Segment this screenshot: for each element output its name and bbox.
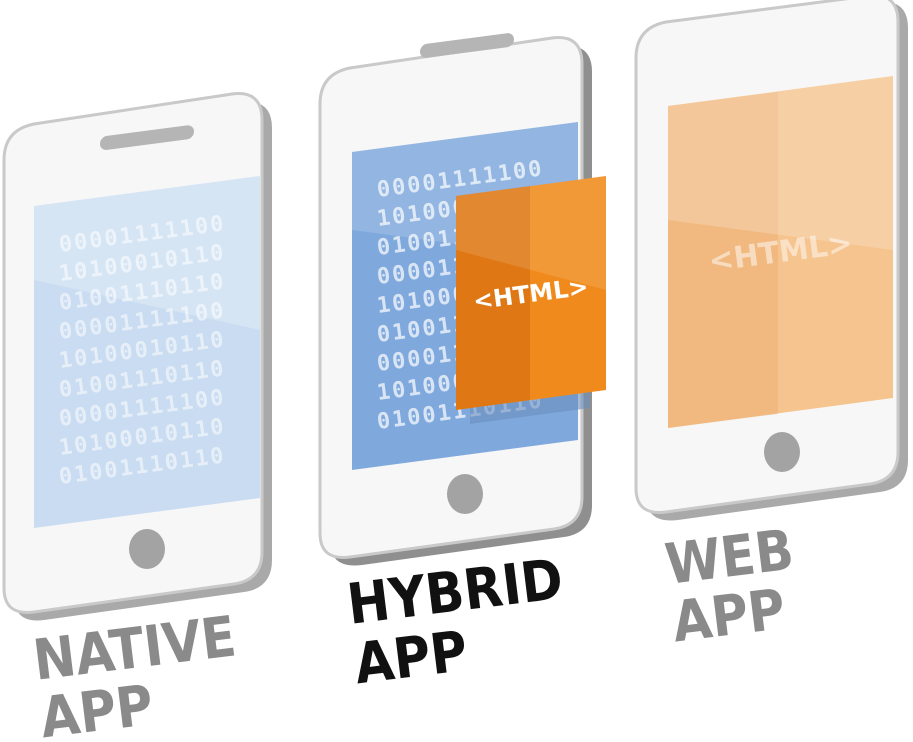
- native-phone: 0000111110010100010110010011101100000111…: [2, 92, 272, 621]
- native-home-button-icon: [129, 529, 165, 569]
- html-panel: [456, 176, 606, 410]
- hybrid-home-button-icon: [447, 474, 483, 514]
- web-screen-glare: [668, 76, 893, 250]
- html-panel-fold: [456, 186, 530, 410]
- native-binary-code: 0000111110010100010110010011101100000111…: [58, 211, 228, 490]
- web-home-button-icon: [764, 432, 800, 472]
- web-label-line2: APP: [669, 577, 789, 655]
- native-label-line2: APP: [37, 673, 157, 742]
- hybrid-label: HYBRID APP: [344, 547, 567, 697]
- hybrid-phone: 0000111110010100010110010011101100000111…: [318, 33, 606, 566]
- hybrid-label-line2: APP: [351, 619, 471, 697]
- web-screen-fold: [668, 92, 778, 428]
- native-speaker-icon: [100, 125, 194, 150]
- native-label: NATIVE APP: [30, 604, 240, 742]
- web-label-line1: WEB: [662, 518, 797, 598]
- hybrid-speaker-icon: [420, 33, 514, 58]
- web-label: WEB APP: [662, 518, 797, 656]
- html-panel-glare: [456, 176, 606, 290]
- native-screen-glare: [34, 176, 260, 330]
- web-phone: <HTML>: [634, 0, 908, 521]
- web-phone-screen: [668, 76, 893, 428]
- native-phone-screen: [34, 176, 260, 528]
